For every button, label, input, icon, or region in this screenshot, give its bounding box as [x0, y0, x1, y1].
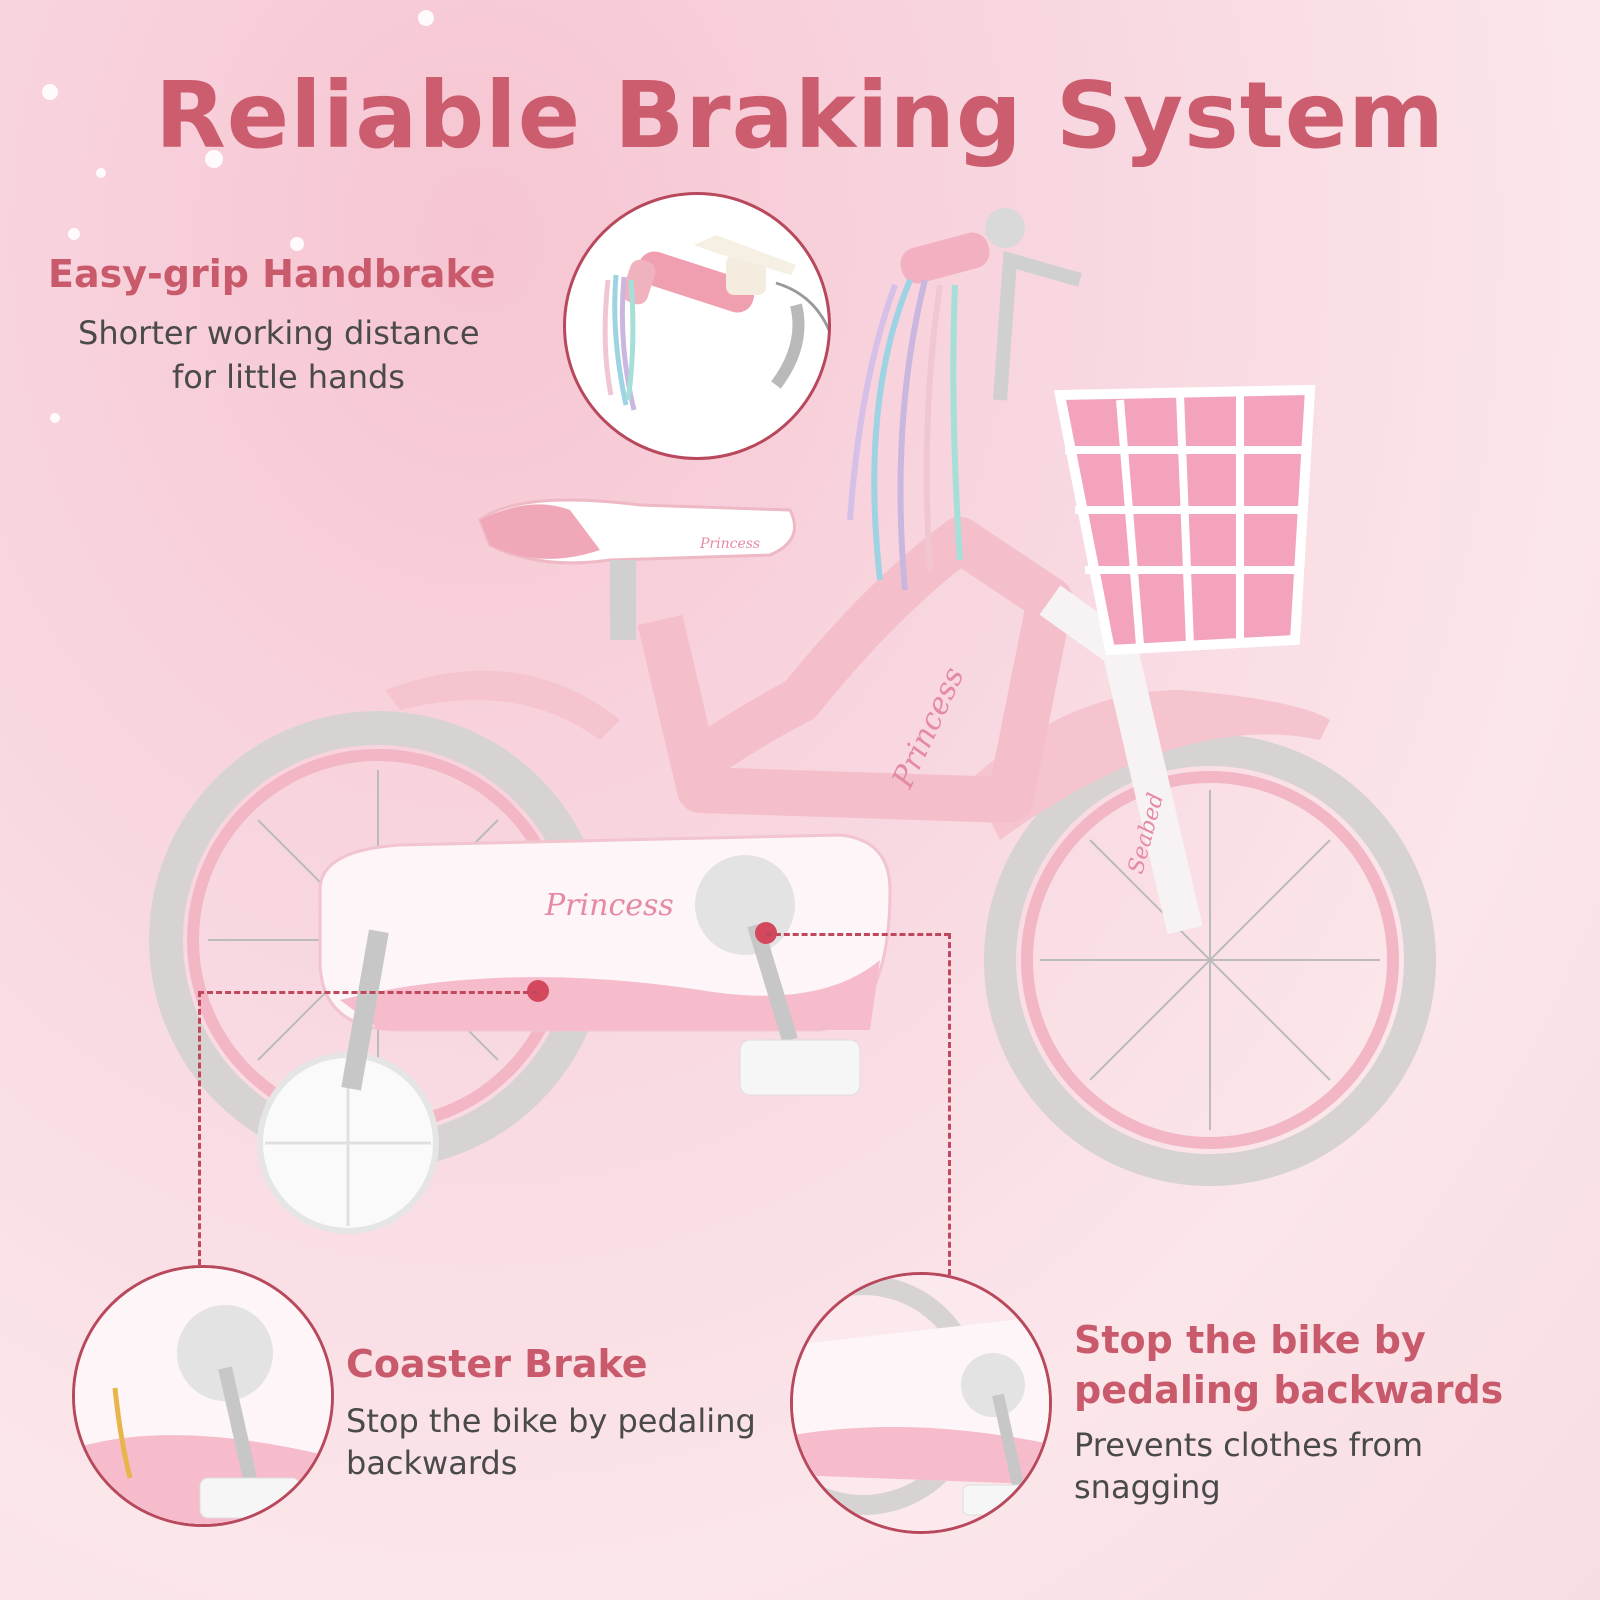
- page-title: Reliable Braking System: [154, 62, 1446, 169]
- handbrake-desc-line1: Shorter working distance: [78, 314, 480, 352]
- coaster-brake-desc-line1: Stop the bike by pedaling: [346, 1402, 756, 1440]
- pedal-backwards-desc-line1: Prevents clothes from: [1074, 1426, 1424, 1464]
- coaster-illustration: [75, 1268, 331, 1524]
- pedal-backwards-title-line1: Stop the bike by: [1074, 1318, 1426, 1362]
- handlebar-grip: [900, 232, 990, 284]
- sparkle-decoration: [205, 150, 223, 168]
- pedal-connector-h: [766, 933, 950, 936]
- pedal-backwards-desc-line2: snagging: [1074, 1468, 1221, 1506]
- chain-guard-text: Princess: [544, 888, 674, 923]
- handbrake-illustration: [602, 235, 828, 411]
- streamers: [847, 278, 963, 591]
- coaster-connector-v: [198, 991, 201, 1265]
- sparkle-decoration: [42, 84, 58, 100]
- pedal-connector-v: [948, 933, 951, 1275]
- seat-text: Princess: [699, 536, 760, 552]
- handbrake-title: Easy-grip Handbrake: [48, 252, 496, 296]
- pedal-backwards-title-line2: pedaling backwards: [1074, 1368, 1504, 1412]
- bike-frame: [637, 517, 1073, 823]
- coaster-closeup-circle: [72, 1265, 334, 1527]
- front-spokes: [1040, 790, 1380, 1130]
- sparkle-decoration: [290, 237, 304, 251]
- pedal-illustration: [793, 1275, 1049, 1531]
- sparkle-decoration: [96, 168, 106, 178]
- front-tire: [984, 734, 1436, 1186]
- sparkle-decoration: [50, 413, 60, 423]
- sparkle-decoration: [68, 228, 80, 240]
- coaster-marker-dot: [527, 980, 549, 1002]
- handbrake-desc-line2: for little hands: [172, 358, 405, 396]
- coaster-brake-desc-line2: backwards: [346, 1444, 518, 1482]
- handbrake-closeup-circle: [563, 192, 831, 460]
- coaster-connector-h: [198, 991, 538, 994]
- sparkle-decoration: [418, 10, 434, 26]
- pedal-closeup-circle: [790, 1272, 1052, 1534]
- coaster-brake-title: Coaster Brake: [346, 1342, 648, 1386]
